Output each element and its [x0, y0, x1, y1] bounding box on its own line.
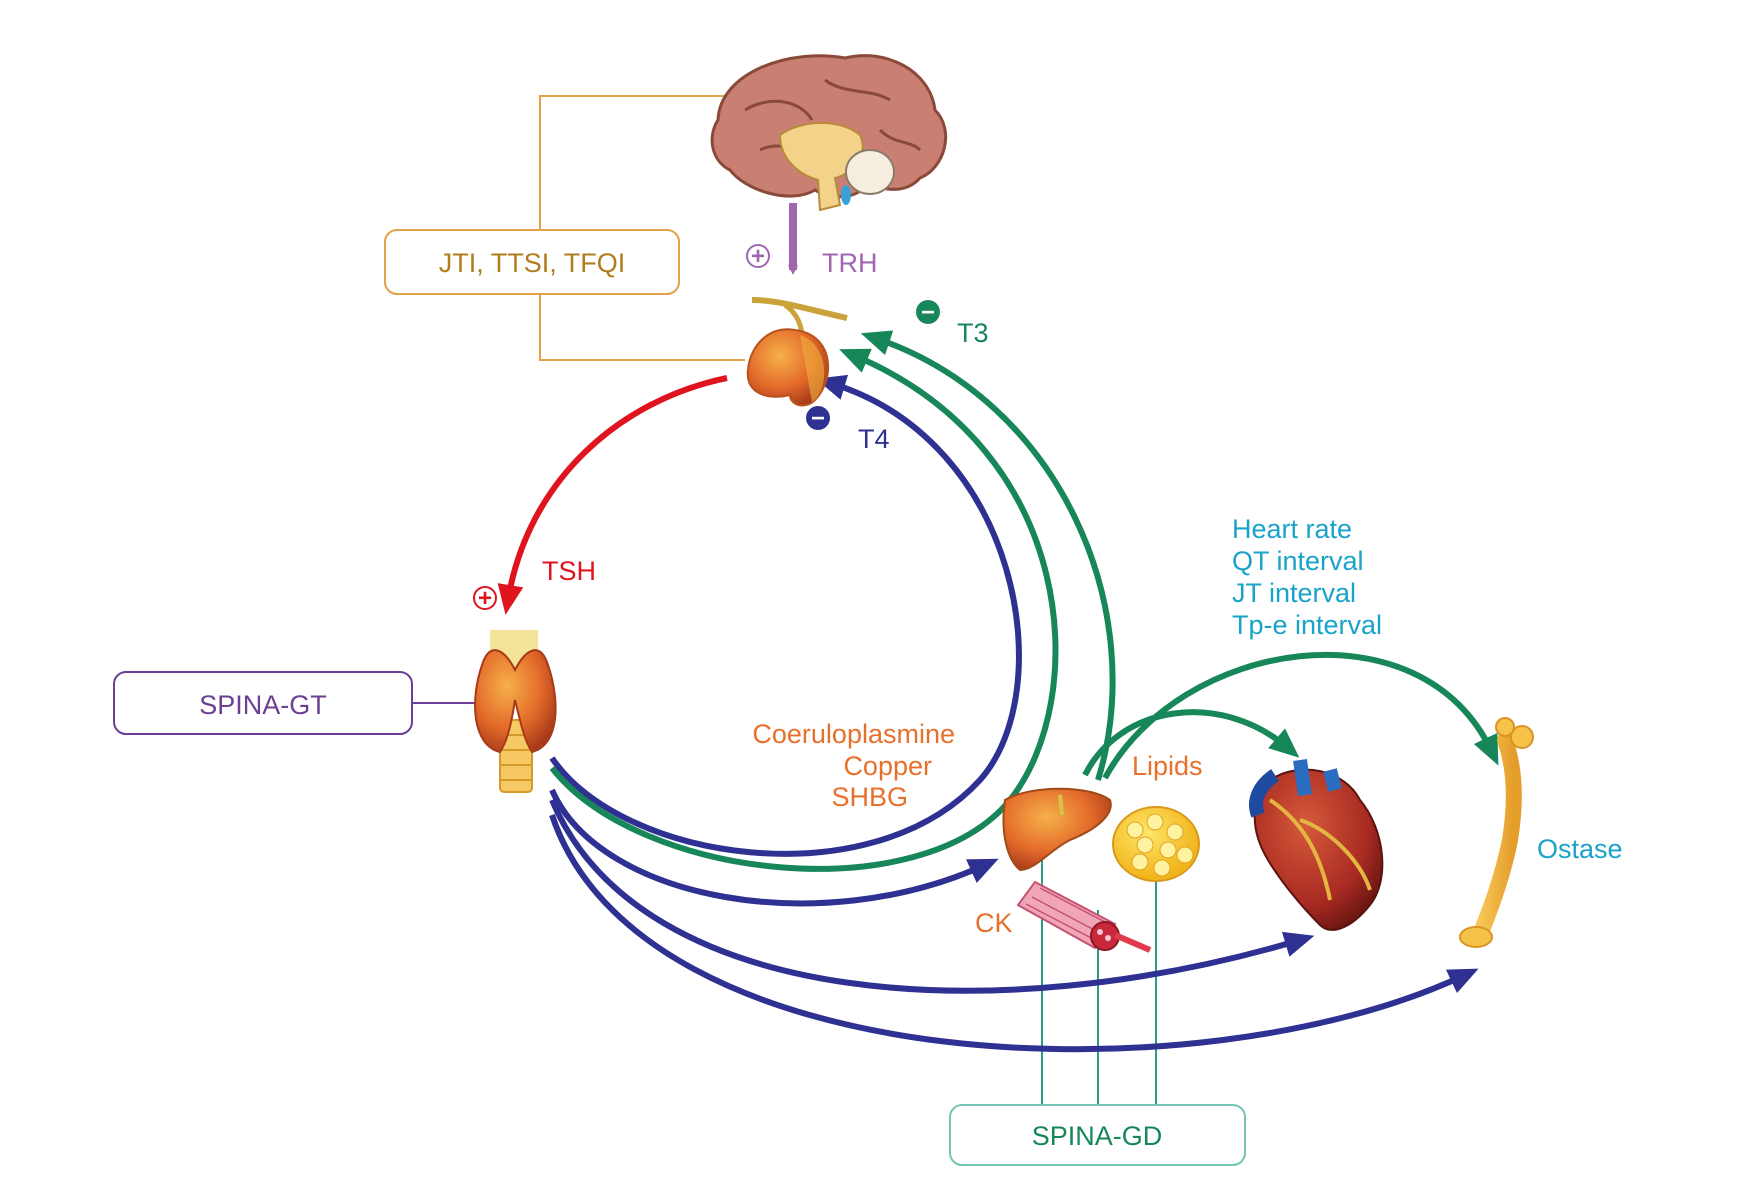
ostase-label: Ostase	[1537, 834, 1623, 864]
liver-heart-arrow	[1082, 709, 1300, 777]
spina-gt-label: SPINA-GT	[199, 690, 327, 720]
t3-label: T3	[957, 318, 989, 348]
pituitary-icon	[746, 297, 848, 407]
svg-text:−: −	[811, 405, 825, 432]
cardiac-marker: JT interval	[1232, 578, 1356, 608]
trh-plus-sign: +	[746, 243, 770, 270]
tsh-label: TSH	[542, 556, 596, 586]
ck-label: CK	[975, 908, 1013, 938]
t4-feedback-arrow	[549, 374, 1022, 857]
liver-marker: Copper	[843, 751, 932, 781]
liver-icon	[1002, 787, 1112, 872]
spina-gt-box: SPINA-GT	[113, 671, 495, 735]
thyroid-icon	[474, 630, 557, 793]
brain-icon	[710, 54, 948, 212]
t3-feedback-arrow-outer	[860, 330, 1116, 781]
t4-heart-arrow	[549, 798, 1315, 994]
heart-icon	[1249, 759, 1384, 931]
spina-gd-box: SPINA-GD	[949, 820, 1246, 1166]
t4-minus-sign: −	[806, 405, 830, 432]
liver-marker: Coeruloplasmine	[752, 719, 955, 749]
svg-text:+: +	[478, 585, 492, 612]
bone-icon	[1459, 717, 1534, 948]
hypothalamus-index-box: JTI, TTSI, TFQI	[384, 95, 745, 361]
cardiac-markers: Heart rate QT interval JT interval Tp-e …	[1232, 514, 1382, 640]
lipids-label: Lipids	[1132, 751, 1203, 781]
svg-text:+: +	[751, 243, 765, 270]
cardiac-marker: QT interval	[1232, 546, 1364, 576]
trh-label: TRH	[822, 248, 878, 278]
cardiac-marker: Heart rate	[1232, 514, 1352, 544]
t3-minus-sign: −	[916, 299, 940, 326]
jti-ttsi-tfqi-label: JTI, TTSI, TFQI	[439, 248, 626, 278]
cardiac-marker: Tp-e interval	[1232, 610, 1382, 640]
t4-liver-arrow	[549, 788, 999, 907]
t4-label: T4	[858, 424, 890, 454]
liver-marker: SHBG	[831, 782, 908, 812]
spina-gd-label: SPINA-GD	[1032, 1121, 1163, 1151]
muscle-icon	[1016, 880, 1152, 953]
tsh-plus-sign: +	[473, 585, 497, 612]
liver-markers: Coeruloplasmine Copper SHBG	[752, 719, 955, 812]
t3-feedback-arrow-inner	[549, 348, 1059, 872]
t4-bone-arrow	[549, 814, 1479, 1053]
svg-text:−: −	[921, 299, 935, 326]
adipose-icon	[1112, 806, 1200, 882]
liver-bone-arrow	[1102, 651, 1499, 780]
tsh-arrow	[497, 375, 728, 615]
